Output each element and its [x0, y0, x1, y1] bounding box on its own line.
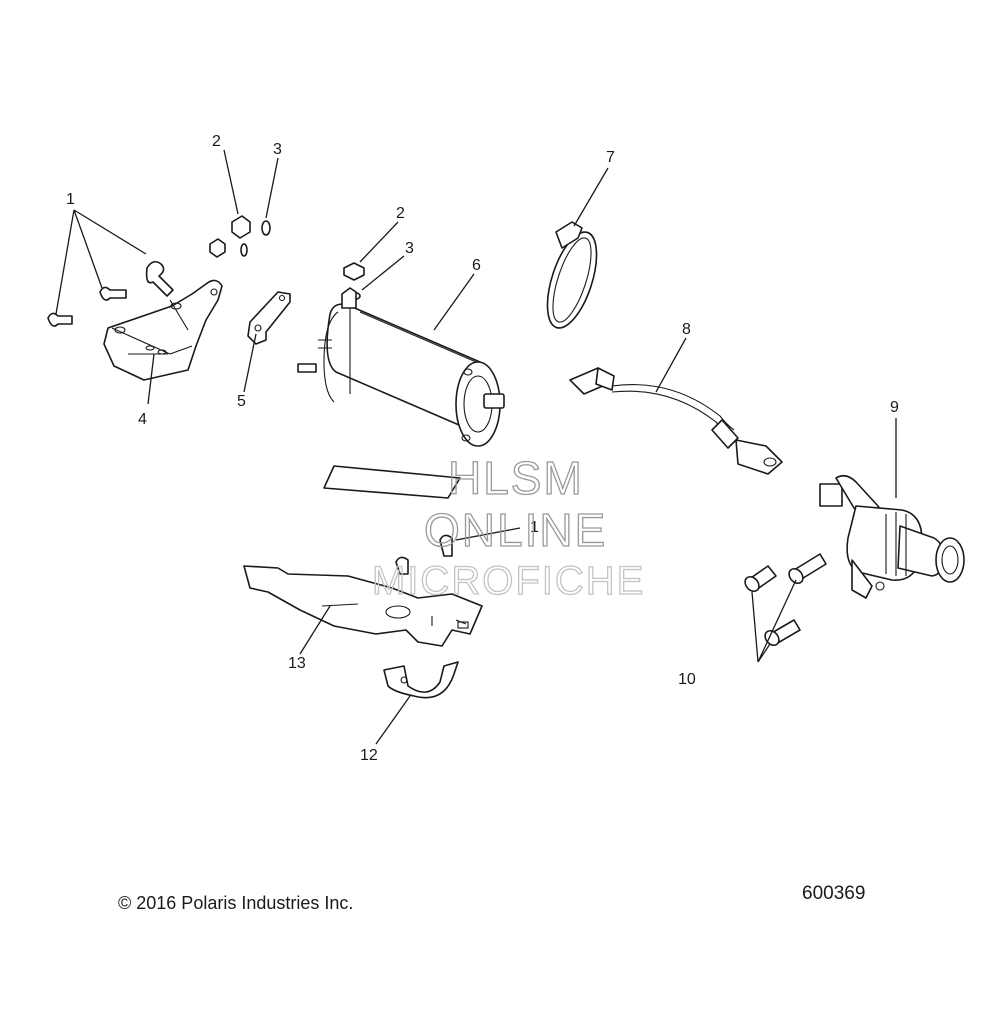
rivet-part-1-lower-b	[395, 556, 409, 575]
wire-lead-part-8	[569, 367, 783, 475]
watermark-line-1: HLSM	[448, 452, 584, 504]
callout-9: 9	[890, 399, 899, 416]
bolt-part-10-lower	[764, 619, 801, 647]
callout-1a: 1	[66, 191, 75, 208]
cover-plate	[323, 465, 461, 499]
figure-id: 600369	[802, 883, 866, 904]
bracket-part-5	[247, 291, 291, 345]
bolt-part-10-right	[788, 553, 827, 585]
rivet-part-1b	[99, 286, 127, 301]
callout-8: 8	[682, 321, 691, 338]
callout-10: 10	[678, 671, 696, 688]
callout-7: 7	[606, 149, 615, 166]
nut-part-2-upper	[209, 215, 251, 258]
rivet-part-1c	[47, 312, 73, 327]
watermark: HLSM ONLINE MICROFICHE	[371, 451, 645, 603]
callout-13: 13	[288, 655, 306, 672]
watermark-line-3: MICROFICHE	[372, 559, 645, 603]
callout-2a: 2	[212, 133, 221, 150]
callout-6: 6	[472, 257, 481, 274]
starter-motor-part-6	[297, 287, 505, 447]
callout-2b: 2	[396, 205, 405, 222]
callout-4: 4	[138, 411, 147, 428]
bolt-part-10-left	[744, 565, 777, 593]
callout-12: 12	[360, 747, 378, 764]
leader-lines	[55, 149, 897, 745]
bracket-part-4	[103, 279, 223, 381]
callout-3a: 3	[273, 141, 282, 158]
callout-3b: 3	[405, 240, 414, 257]
bracket-part-13	[243, 565, 483, 647]
drive-assembly-part-9	[819, 474, 965, 599]
copyright-text: © 2016 Polaris Industries Inc.	[118, 893, 354, 913]
callout-5: 5	[237, 393, 246, 410]
watermark-line-2: ONLINE	[424, 504, 607, 556]
strap-part-12	[383, 661, 459, 699]
rivet-part-1-lower-a	[439, 534, 453, 557]
callout-1b: 1	[530, 519, 539, 536]
hose-clamp-part-7	[546, 221, 598, 329]
nut-part-2-terminal	[343, 262, 365, 281]
washer-part-3-upper	[240, 220, 271, 257]
rivet-part-1a	[145, 260, 174, 297]
callout-labels: 1 2 3 4 5 2 3 6 7 8 9 10 1 13 12	[66, 133, 899, 764]
